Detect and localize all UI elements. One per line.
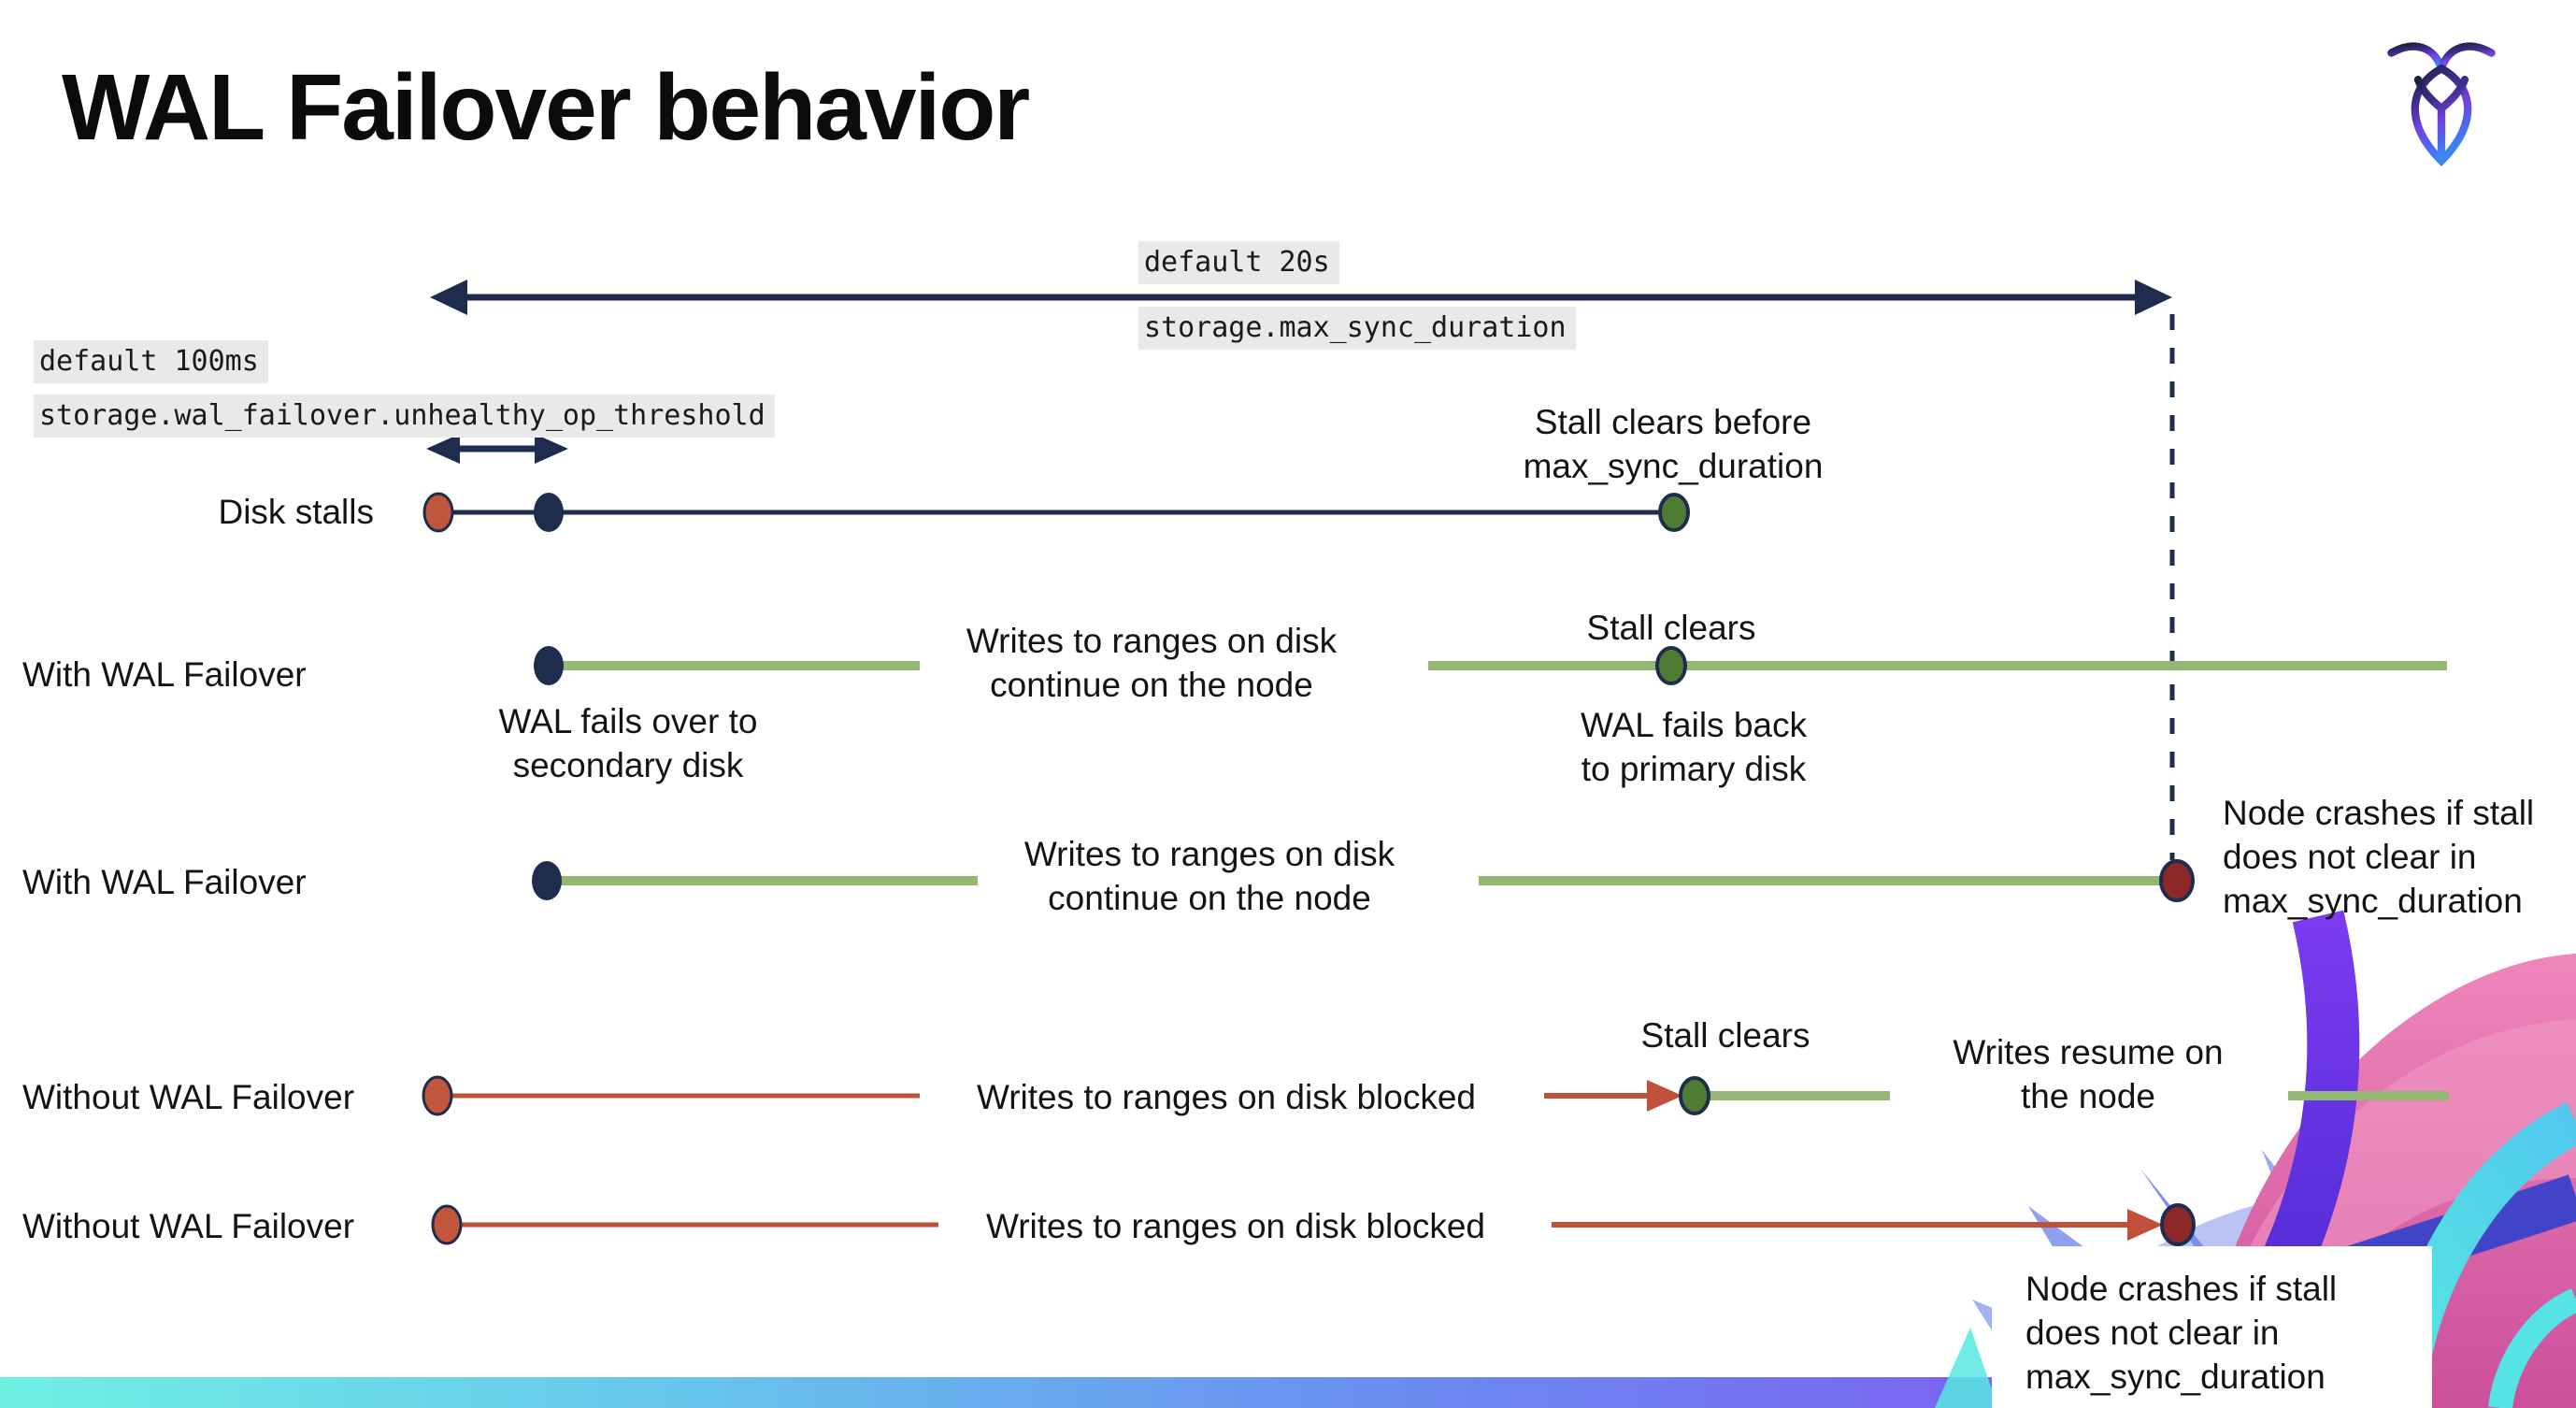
logo-antenna-right bbox=[2437, 42, 2496, 73]
row3-label: With WAL Failover bbox=[22, 863, 307, 901]
art-cyan-sliver bbox=[1935, 1328, 1998, 1408]
setting-name-chip: storage.max_sync_duration bbox=[1138, 307, 1576, 350]
max-sync-duration-label: default 20s storage.max_sync_duration bbox=[1138, 241, 1576, 350]
row4-label: Without WAL Failover bbox=[22, 1078, 355, 1116]
row2-failover-dot bbox=[534, 646, 564, 685]
row3-failover-dot bbox=[532, 861, 562, 900]
setting-name-chip: storage.wal_failover.unhealthy_op_thresh… bbox=[34, 395, 775, 438]
row2-fails-back-note: WAL fails back to primary disk bbox=[1581, 706, 1807, 788]
arrow-head-right-icon bbox=[2135, 280, 2172, 315]
row4-stall-clears-note: Stall clears bbox=[1640, 1016, 1810, 1055]
row1-stall-clears-dot bbox=[1658, 493, 1690, 532]
setting-default-chip: default 100ms bbox=[34, 340, 268, 383]
row5-node-crashes-notebox: Node crashes if stall does not clear in … bbox=[1992, 1246, 2432, 1408]
row4-writes-resume-note: Writes resume on the node bbox=[1953, 1033, 2224, 1115]
row5-writes-blocked-note: Writes to ranges on disk blocked bbox=[985, 1207, 1486, 1245]
row1-stall-start-dot bbox=[422, 492, 454, 533]
arrow-head-right-icon bbox=[535, 434, 568, 464]
row4-writes-blocked-note: Writes to ranges on disk blocked bbox=[976, 1078, 1477, 1116]
row1-failover-threshold-dot bbox=[534, 493, 564, 532]
row2-writes-continue-note: Writes to ranges on disk continue on the… bbox=[966, 622, 1338, 704]
row2-fails-over-note: WAL fails over to secondary disk bbox=[498, 702, 758, 784]
logo-antenna-left bbox=[2387, 42, 2446, 73]
arrow-head-right-icon bbox=[2127, 1209, 2163, 1241]
logo-inner-y bbox=[2413, 76, 2469, 163]
row3-node-crashes-note: Node crashes if stall does not clear in … bbox=[2223, 794, 2535, 920]
row5-stall-start-dot bbox=[431, 1204, 463, 1245]
row2-label: With WAL Failover bbox=[22, 655, 307, 694]
cockroachdb-logo bbox=[2387, 42, 2496, 166]
row5-crash-dot bbox=[2160, 1203, 2196, 1246]
setting-default-chip: default 20s bbox=[1138, 241, 1339, 284]
row2-stall-clears-dot bbox=[1655, 646, 1687, 685]
page-title: WAL Failover behavior bbox=[62, 55, 1030, 160]
art-cyan-arc-inner bbox=[2488, 1288, 2576, 1408]
arrow-head-left-icon bbox=[430, 280, 467, 315]
row5-label: Without WAL Failover bbox=[22, 1207, 355, 1245]
row3-writes-continue-note: Writes to ranges on disk continue on the… bbox=[1023, 835, 1395, 917]
row3-crash-dot bbox=[2159, 859, 2195, 902]
unhealthy-op-threshold-label: default 100ms storage.wal_failover.unhea… bbox=[34, 340, 775, 438]
row2-stall-clears-note: Stall clears bbox=[1586, 609, 1756, 647]
row1-label: Disk stalls bbox=[218, 493, 374, 531]
arrow-head-left-icon bbox=[426, 434, 460, 464]
arrow-head-right-icon bbox=[1647, 1080, 1682, 1112]
row1-stall-clears-before-note: Stall clears before max_sync_duration bbox=[1523, 403, 1824, 485]
row5-node-crashes-note: Node crashes if stall does not clear in … bbox=[2025, 1270, 2338, 1396]
row4-stall-start-dot bbox=[422, 1075, 453, 1116]
row4-stall-clears-dot bbox=[1679, 1076, 1710, 1115]
